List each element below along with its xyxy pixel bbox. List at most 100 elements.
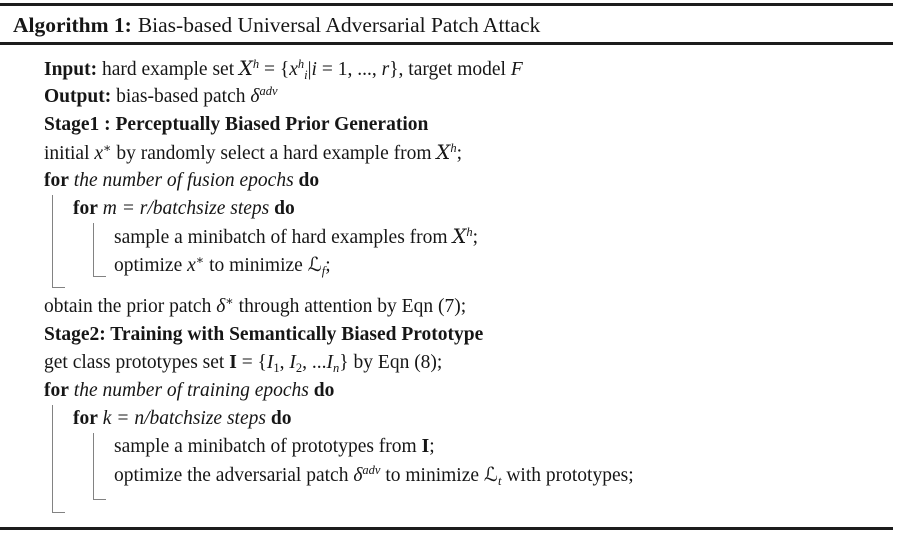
algo-text-segment: X	[239, 57, 253, 80]
algo-line-9: obtain the prior patch δ∗ through attent…	[0, 293, 900, 321]
algo-text-segment: with prototypes;	[501, 465, 634, 486]
algo-text-segment: for	[73, 198, 98, 219]
algo-text-segment: k = n/batchsize steps	[97, 408, 271, 429]
algo-text-segment: do	[270, 408, 292, 429]
algo-text-segment: = {	[259, 59, 290, 80]
algo-text-segment: Stage2: Training with Semantically Biase…	[44, 324, 484, 345]
algo-text-segment: m = r/batchsize steps	[97, 198, 275, 219]
algo-text-segment: I	[229, 352, 237, 373]
algo-text-segment: ;	[472, 227, 478, 248]
algo-text-segment: the number of training epochs	[68, 380, 314, 401]
algo-text-segment: 2	[295, 361, 303, 375]
algo-text-segment: |	[307, 59, 312, 80]
algo-text-segment: Stage1 : Perceptually Biased Prior Gener…	[44, 114, 429, 135]
algo-text-segment: ∗	[225, 294, 234, 308]
algo-text-segment: ℒ	[307, 253, 322, 276]
algo-text-segment: obtain the prior patch	[44, 296, 217, 317]
algo-text-segment: Output:	[44, 86, 112, 107]
algo-text-segment: }, target model	[389, 59, 511, 80]
bottom-rule	[0, 527, 893, 530]
algo-text-segment: ∗	[195, 253, 205, 267]
algo-text-segment: n	[333, 361, 340, 375]
algo-text-segment: ;	[456, 143, 462, 164]
algo-text-segment: , ...	[302, 352, 327, 373]
algo-text-segment: sample a minibatch of prototypes from	[114, 436, 422, 457]
algo-line-12: for the number of training epochs do	[0, 377, 900, 405]
algo-text-segment: adv	[362, 463, 381, 477]
algo-text-segment: I	[326, 352, 334, 373]
algo-line-10: Stage2: Training with Semantically Biase…	[0, 321, 900, 349]
algo-text-segment: I	[289, 352, 296, 373]
algo-text-segment: adv	[259, 84, 278, 98]
algo-text-segment: δ	[353, 465, 363, 486]
algorithm-title: Algorithm 1:Bias-based Universal Adversa…	[13, 12, 540, 38]
algo-text-segment: X	[436, 141, 451, 164]
algo-text-segment: through attention by Eqn (7);	[233, 296, 467, 317]
algorithm-label: Algorithm 1:	[13, 13, 132, 37]
title-separator-rule	[0, 42, 893, 45]
algo-text-segment: r	[381, 59, 390, 80]
algo-text-segment: initial	[44, 143, 95, 164]
algo-text-segment: by randomly select a hard example from	[111, 143, 437, 164]
algo-text-segment: for	[44, 170, 69, 191]
algo-text-segment: f	[321, 264, 326, 278]
algo-line-14: sample a minibatch of prototypes from I;	[0, 433, 900, 461]
algorithm-title-text: Bias-based Universal Adversarial Patch A…	[137, 13, 541, 37]
algo-text-segment: x	[94, 143, 104, 164]
algo-text-segment: do	[274, 198, 295, 219]
algo-text-segment: the number of fusion epochs	[68, 170, 299, 191]
top-rule	[0, 3, 893, 6]
algo-text-segment: ℒ	[483, 463, 498, 486]
algo-text-segment: I	[266, 352, 274, 373]
algo-text-segment: } by Eqn (8);	[339, 352, 443, 373]
algo-text-segment: bias-based patch	[111, 86, 251, 107]
algo-text-segment: ;	[325, 255, 331, 276]
algo-text-segment: δ	[216, 296, 226, 317]
algo-line-5: for the number of fusion epochs do	[0, 167, 900, 195]
algo-text-segment: t	[497, 474, 502, 488]
algo-text-segment: ,	[279, 352, 290, 373]
algo-line-8: optimize x∗ to minimize ℒf;	[0, 251, 900, 279]
algo-text-segment: for	[44, 380, 69, 401]
algo-text-segment: x	[187, 255, 196, 276]
loop-scope-bracket-fusion-inner	[93, 223, 106, 277]
algo-text-segment: get class prototypes set	[44, 352, 230, 373]
algo-text-segment: i	[304, 68, 308, 82]
algo-line-13: for k = n/batchsize steps do	[0, 405, 900, 433]
algo-line-6: for m = r/batchsize steps do	[0, 195, 900, 223]
algo-line-11: get class prototypes set I = {I1, I2, ..…	[0, 349, 900, 377]
algo-text-segment: h	[466, 225, 473, 239]
algo-line-15: optimize the adversarial patch δadv to m…	[0, 461, 900, 489]
algo-text-segment: 1	[273, 361, 280, 375]
algo-text-segment: Input:	[44, 59, 98, 80]
algo-text-segment: h	[450, 141, 457, 155]
algo-text-segment: ∗	[103, 141, 112, 155]
algo-text-segment: = {	[236, 352, 267, 373]
algo-text-segment: X	[452, 225, 467, 248]
algo-text-segment: i	[311, 59, 317, 80]
algo-text-segment: sample a minibatch of hard examples from	[114, 227, 453, 248]
algo-text-segment: do	[313, 380, 335, 401]
algo-text-segment: = 1, ...,	[316, 59, 382, 80]
algo-text-segment: to minimize	[204, 255, 308, 276]
algorithm-body: Input: hard example set Xh = {xhi|i = 1,…	[0, 55, 900, 489]
algo-text-segment: to minimize	[380, 465, 484, 486]
algo-text-segment: h	[252, 57, 260, 71]
algo-text-segment: ;	[429, 436, 435, 457]
algo-text-segment: h	[297, 57, 305, 71]
algo-text-segment: optimize the adversarial patch	[114, 465, 354, 486]
loop-scope-bracket-training-inner	[93, 433, 106, 500]
algo-line-4: initial x∗ by randomly select a hard exa…	[0, 139, 900, 167]
algo-text-segment: x	[289, 59, 298, 80]
algo-line-3: Stage1 : Perceptually Biased Prior Gener…	[0, 111, 900, 139]
loop-scope-bracket-fusion-outer	[52, 195, 65, 288]
algo-line-2: Output: bias-based patch δadv	[0, 83, 900, 111]
algo-text-segment: hard example set	[97, 59, 239, 80]
loop-scope-bracket-training-outer	[52, 405, 65, 513]
algo-text-segment: F	[510, 59, 523, 80]
algo-text-segment: I	[421, 436, 430, 457]
algo-text-segment: δ	[250, 86, 260, 107]
algo-line-1: Input: hard example set Xh = {xhi|i = 1,…	[0, 55, 900, 83]
algo-line-7: sample a minibatch of hard examples from…	[0, 223, 900, 251]
